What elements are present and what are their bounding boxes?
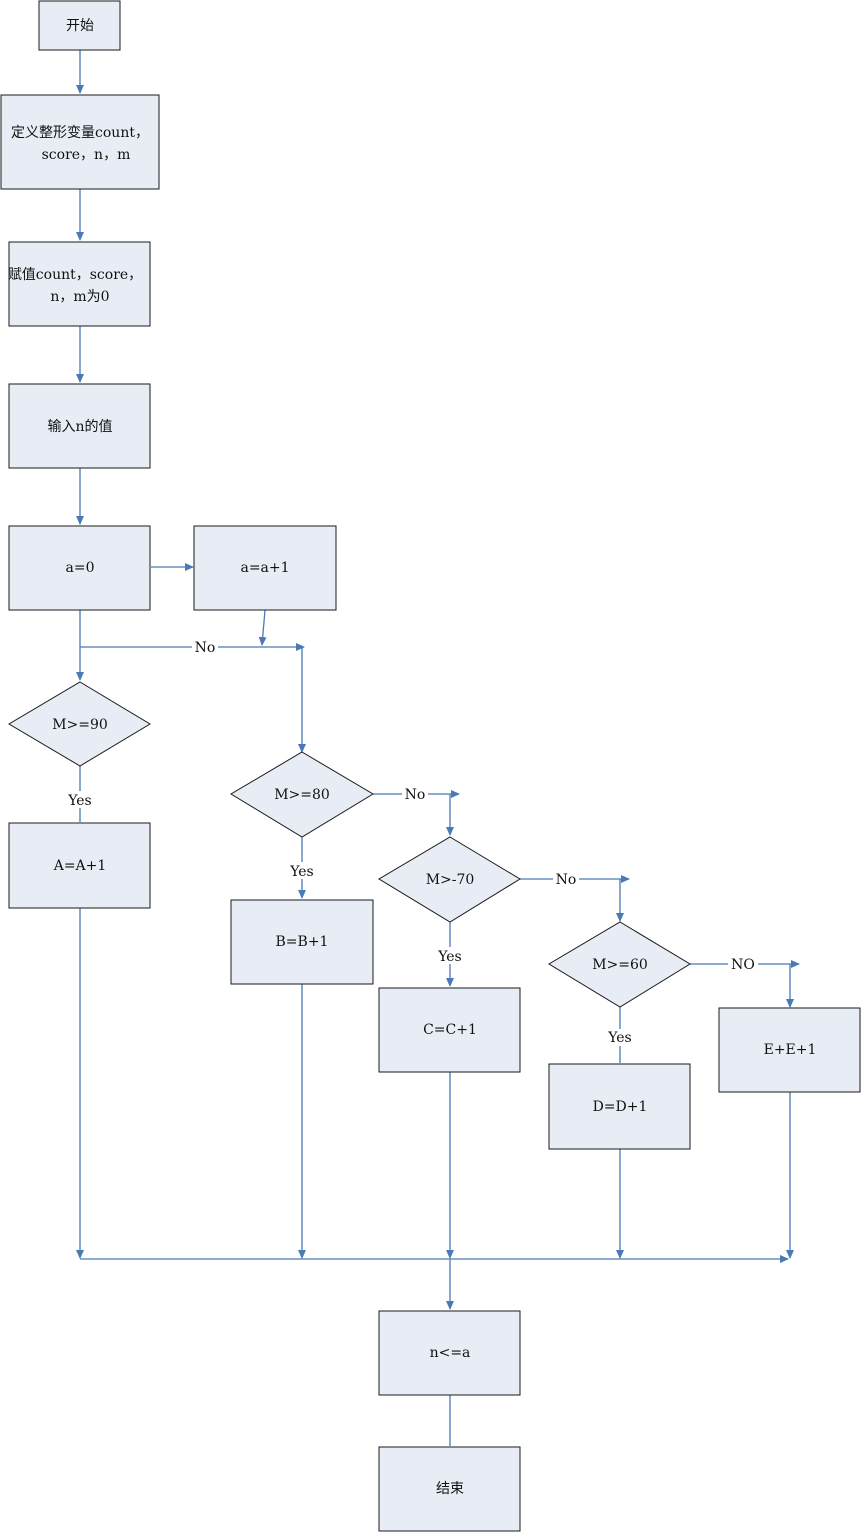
node-inc-C-text: C=C+1	[423, 1022, 477, 1038]
node-inc-A-text: A=A+1	[53, 858, 107, 874]
decision-80-text: M>=80	[274, 787, 330, 803]
edge-labels: No Yes No Yes No Yes NO Yes	[64, 638, 758, 1046]
decision-90: M>=90	[8, 681, 151, 767]
node-declare-line1: 定义整形变量count，	[11, 125, 149, 141]
node-init-a-text: a=0	[66, 560, 95, 576]
node-inc-B: B=B+1	[230, 899, 374, 985]
decision-90-text: M>=90	[52, 717, 108, 733]
node-inc-C: C=C+1	[378, 987, 521, 1073]
node-loop-cond-text: n<=a	[430, 1345, 471, 1361]
label-no-60: NO	[731, 957, 755, 973]
node-inc-D: D=D+1	[548, 1063, 691, 1150]
decision-80: M>=80	[230, 751, 374, 838]
decision-70: M>-70	[378, 836, 521, 923]
node-end-text: 结束	[436, 1481, 464, 1497]
node-assign-line1: 赋值count，score，	[8, 267, 142, 283]
node-inc-E: E+E+1	[718, 1007, 861, 1093]
node-start-text: 开始	[66, 18, 94, 34]
connectors	[76, 50, 800, 1446]
label-no-70: No	[556, 872, 577, 888]
decision-60: M>=60	[548, 921, 691, 1008]
label-no-80: No	[405, 787, 426, 803]
label-yes-80: Yes	[289, 864, 314, 880]
node-start: 开始	[38, 0, 121, 51]
decision-60-text: M>=60	[592, 957, 648, 973]
node-end: 结束	[378, 1446, 521, 1532]
label-no-top: No	[195, 640, 216, 656]
node-inc-A: A=A+1	[8, 822, 151, 909]
node-inc-a: a=a+1	[193, 525, 337, 611]
node-declare: 定义整形变量count， score，n，m	[0, 94, 160, 190]
node-inc-D-text: D=D+1	[593, 1099, 648, 1115]
node-assign-line2: n，m为0	[50, 289, 109, 305]
node-init-a: a=0	[8, 525, 151, 611]
node-input-text: 输入n的值	[47, 419, 112, 435]
node-loop-cond: n<=a	[378, 1310, 521, 1396]
node-input: 输入n的值	[8, 383, 151, 469]
decision-70-text: M>-70	[426, 872, 475, 888]
label-yes-60: Yes	[607, 1030, 632, 1046]
node-inc-a-text: a=a+1	[240, 560, 289, 576]
label-yes-90: Yes	[67, 793, 92, 809]
node-inc-E-text: E+E+1	[764, 1042, 817, 1058]
label-yes-70: Yes	[437, 949, 462, 965]
node-inc-B-text: B=B+1	[276, 934, 329, 950]
edge-inc-merge	[258, 609, 267, 646]
node-declare-line2: score，n，m	[42, 147, 131, 163]
node-assign: 赋值count，score， n，m为0	[8, 241, 151, 327]
